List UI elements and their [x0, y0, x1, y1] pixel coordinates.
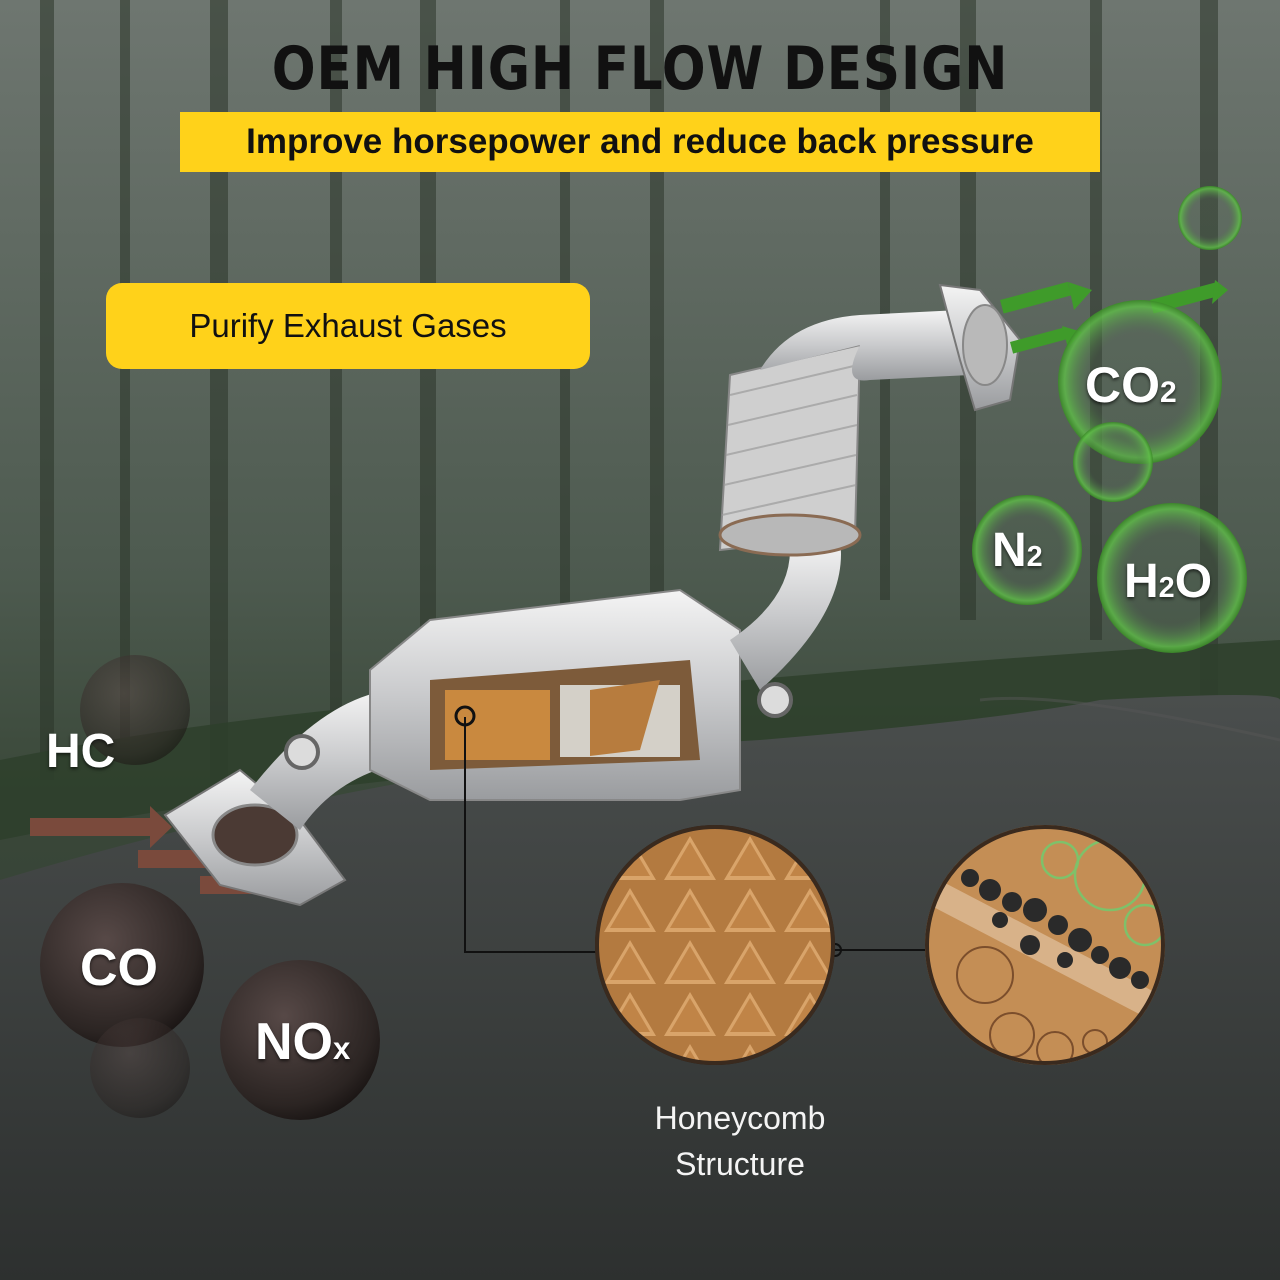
- nox-sub: x: [333, 1031, 351, 1066]
- gas-label-hc: HC: [46, 725, 116, 778]
- co2-sub: 2: [1160, 376, 1177, 409]
- catalytic-converter: [163, 283, 1022, 907]
- h2o-o: O: [1174, 555, 1213, 608]
- headline: OEM HIGH FLOW DESIGN: [271, 34, 1009, 104]
- gas-label-co2: CO2: [1085, 360, 1177, 410]
- honeycomb-caption: Honeycomb Structure: [560, 1095, 920, 1188]
- caption-line-2: Structure: [675, 1146, 805, 1183]
- gas-label-n2: N2: [992, 527, 1043, 575]
- h2o-sub: 2: [1158, 572, 1175, 604]
- nox-main: NO: [255, 1013, 333, 1071]
- n2-main: N: [992, 524, 1027, 577]
- co2-main: CO: [1085, 357, 1160, 413]
- purify-badge: Purify Exhaust Gases: [106, 283, 590, 369]
- caption-line-1: Honeycomb: [654, 1100, 826, 1136]
- gas-label-nox: NOx: [255, 1016, 350, 1068]
- gas-label-h2o: H2O: [1124, 558, 1212, 606]
- n2-sub: 2: [1026, 541, 1043, 573]
- subheadline-banner: Improve horsepower and reduce back press…: [180, 112, 1100, 172]
- gas-label-co: CO: [80, 939, 158, 997]
- h2o-h: H: [1124, 555, 1159, 608]
- honeycomb-magnifier: [595, 825, 835, 1065]
